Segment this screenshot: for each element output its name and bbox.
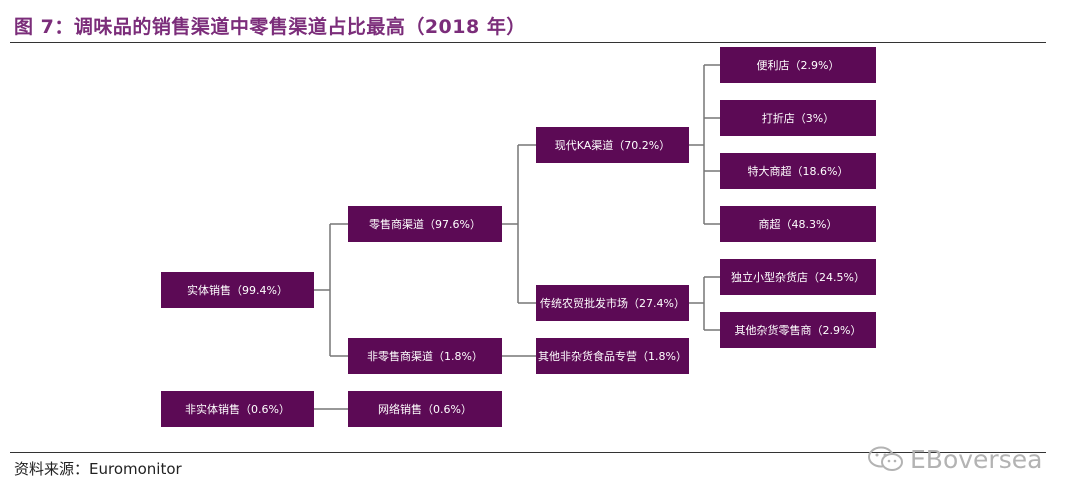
node-retail-channel: 零售商渠道（97.6%）: [348, 206, 502, 242]
figure-title: 图 7：调味品的销售渠道中零售渠道占比最高（2018 年）: [14, 16, 526, 38]
node-hypermarket: 特大商超（18.6%）: [720, 153, 876, 189]
node-modern-ka: 现代KA渠道（70.2%）: [536, 127, 689, 163]
watermark-text: EBoversea: [910, 444, 1043, 474]
node-online-sales: 网络销售（0.6%）: [348, 391, 502, 427]
node-nonretail-channel: 非零售商渠道（1.8%）: [348, 338, 502, 374]
connector-retail: [502, 144, 536, 304]
node-convenience-store: 便利店（2.9%）: [720, 47, 876, 83]
footer-divider: [10, 452, 1046, 453]
node-other-grocery: 其他杂货零售商（2.9%）: [720, 312, 876, 348]
node-traditional-market: 传统农贸批发市场（27.4%）: [536, 285, 689, 321]
source-note: 资料来源：Euromonitor: [14, 460, 182, 478]
node-discount-store: 打折店（3%）: [720, 100, 876, 136]
connector-physical: [314, 223, 348, 357]
title-divider: [10, 42, 1046, 43]
node-other-specialty: 其他非杂货食品专营（1.8%）: [536, 338, 689, 374]
wechat-logo-icon: [868, 446, 903, 471]
node-physical-sales: 实体销售（99.4%）: [161, 272, 314, 308]
node-nonphysical-sales: 非实体销售（0.6%）: [161, 391, 314, 427]
connector-modern-ka: [689, 64, 720, 225]
node-independent-grocery: 独立小型杂货店（24.5%）: [720, 259, 876, 295]
connector-traditional: [689, 276, 720, 331]
watermark: EBoversea: [866, 444, 1042, 474]
node-supermarket: 商超（48.3%）: [720, 206, 876, 242]
